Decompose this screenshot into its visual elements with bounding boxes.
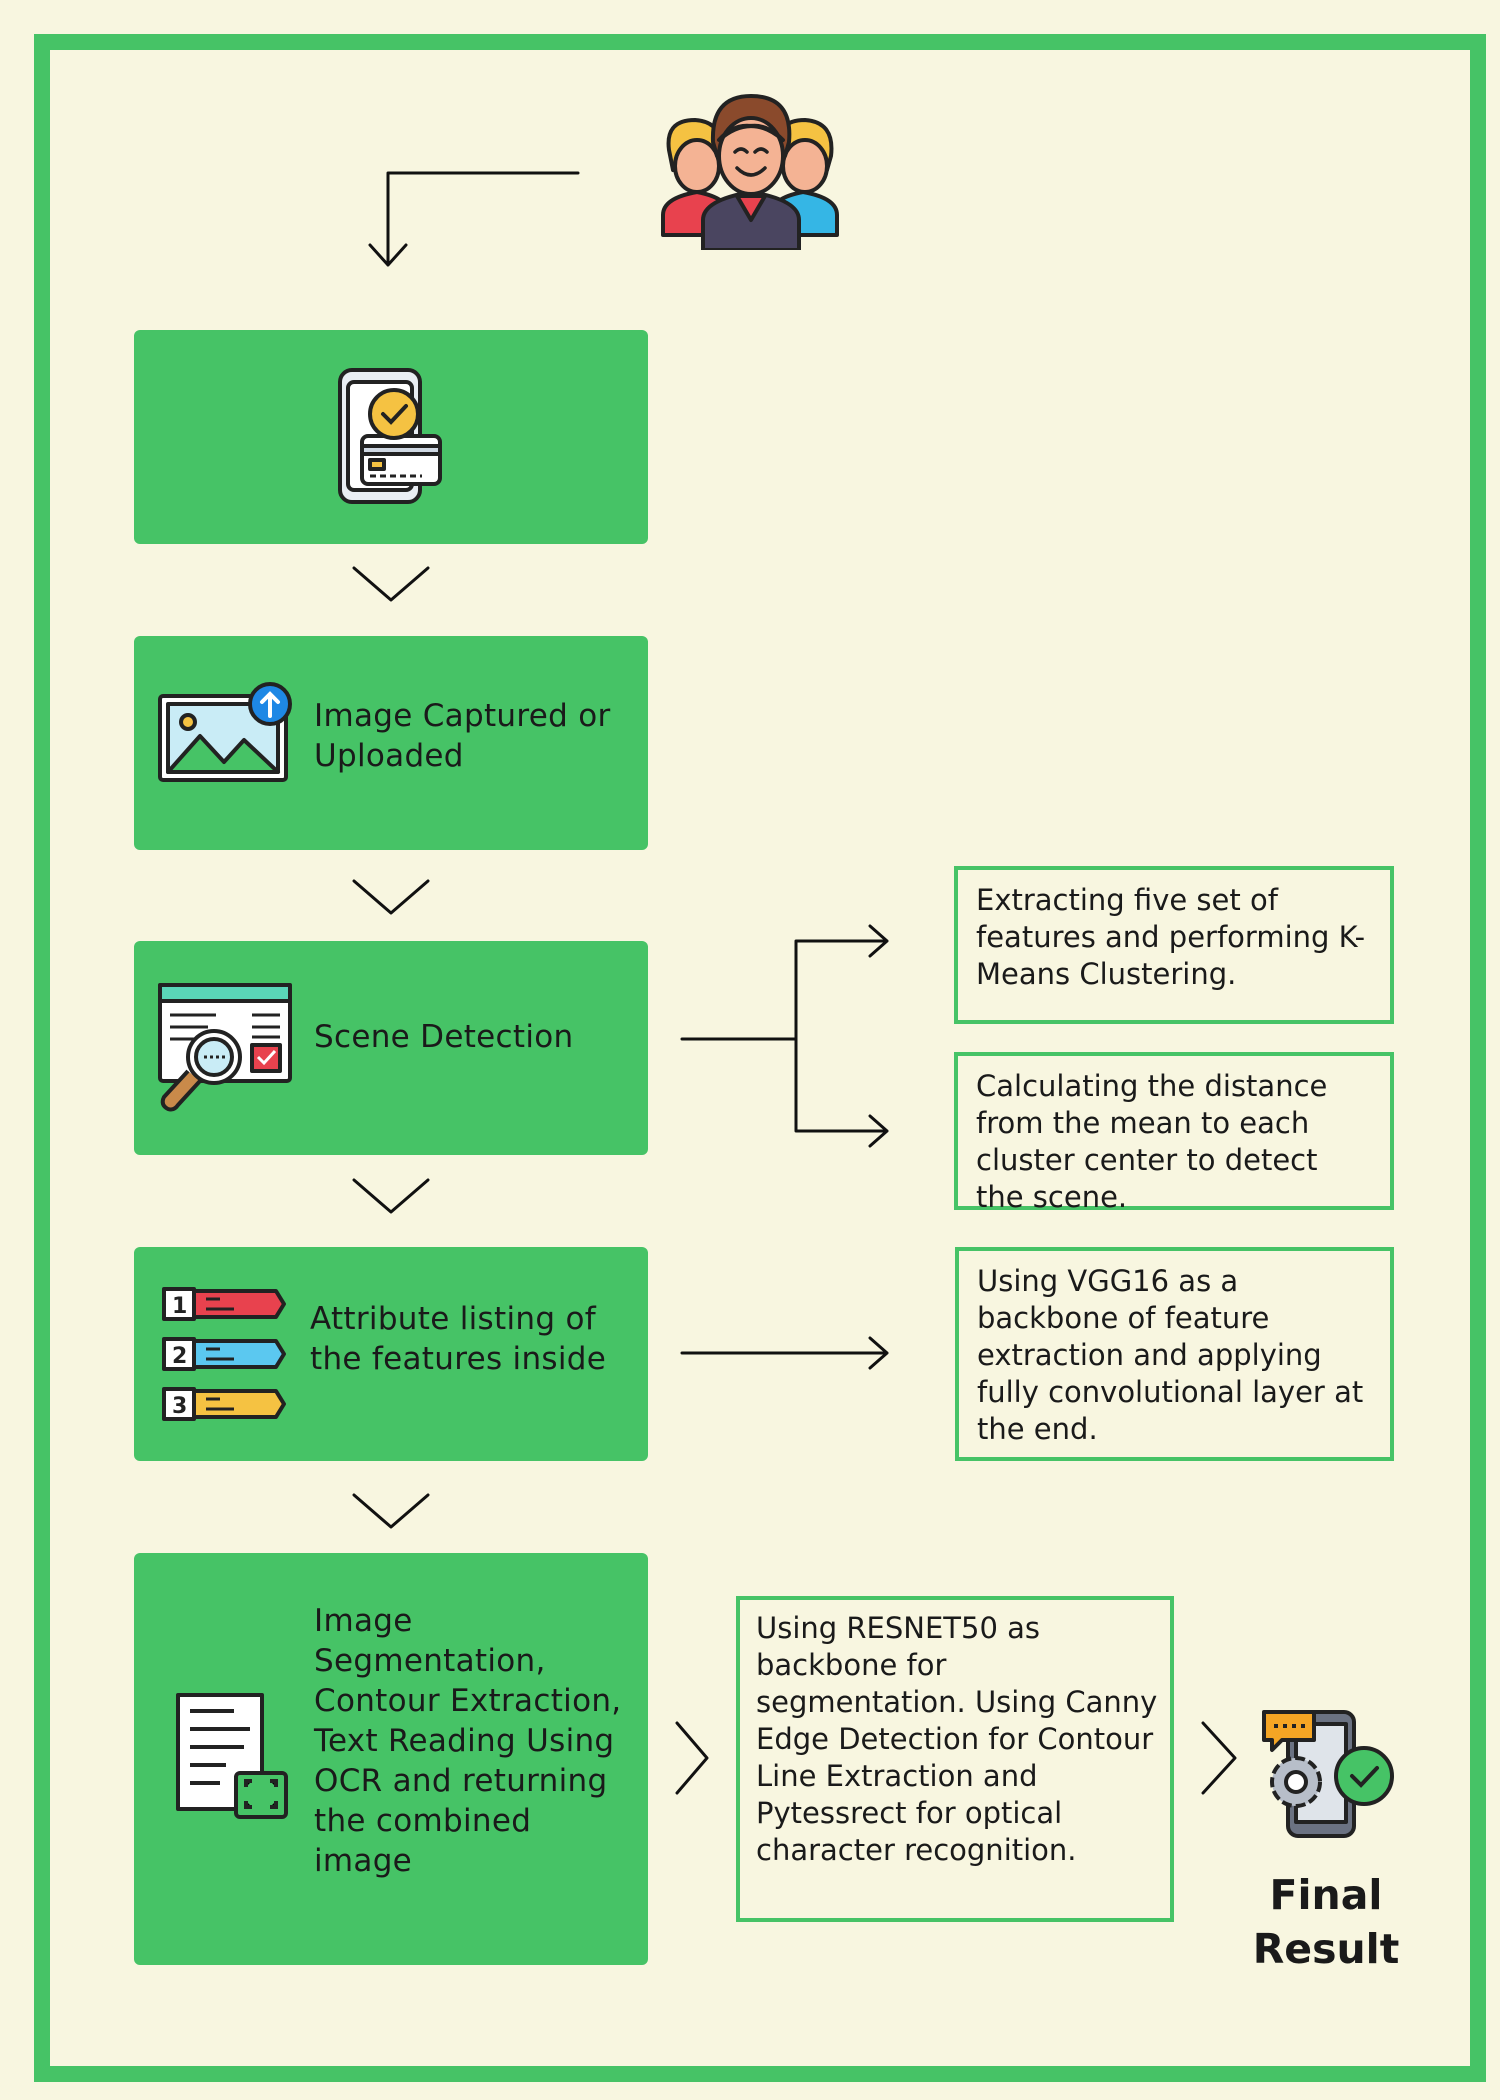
chevron-right-1 <box>675 1721 709 1795</box>
chevron-right-2 <box>1201 1721 1237 1795</box>
note-vgg16: Using VGG16 as a backbone of feature ext… <box>955 1247 1394 1461</box>
final-result-label: Final Result <box>1252 1871 1400 1973</box>
diagram-frame <box>34 34 1486 2082</box>
step-box-5: Image Segmentation, Contour Extraction, … <box>134 1553 648 1965</box>
users-group-icon <box>661 94 839 250</box>
note-kmeans: Extracting five set of features and perf… <box>954 866 1394 1024</box>
step-box-2: Image Captured or Uploaded <box>134 636 648 850</box>
step-label-5: Image Segmentation, Contour Extraction, … <box>314 1603 622 1879</box>
numbered-list-icon: 1 2 3 <box>162 1287 286 1421</box>
svg-text:2: 2 <box>172 1344 187 1369</box>
svg-text:3: 3 <box>172 1394 187 1419</box>
chevron-down-3 <box>352 1178 430 1214</box>
phone-settings-check-icon <box>1262 1710 1394 1838</box>
step-box-4: 1 2 3 Attribute listing of the features in… <box>134 1247 648 1461</box>
note-distance: Calculating the distance from the mean t… <box>954 1052 1394 1214</box>
step-box-1 <box>134 330 648 544</box>
start-arrow <box>368 171 580 267</box>
mobile-payment-icon <box>338 368 442 504</box>
chevron-down-2 <box>352 879 430 915</box>
step-box-3: Scene Detection <box>134 941 648 1155</box>
chevron-down-1 <box>352 566 430 602</box>
svg-text:1: 1 <box>172 1294 187 1319</box>
step-label-3: Scene Detection <box>314 1019 574 1055</box>
image-upload-icon <box>158 682 292 782</box>
vgg-arrow <box>680 1336 889 1370</box>
step-label-4: Attribute listing of the features inside <box>310 1301 607 1377</box>
branch-connector <box>680 924 889 1148</box>
document-scan-icon <box>176 1693 288 1819</box>
step-label-2: Image Captured or Uploaded <box>314 698 611 774</box>
note-resnet50: Using RESNET50 as backbone for segmentat… <box>736 1596 1174 1922</box>
chevron-down-4 <box>352 1493 430 1529</box>
browser-search-icon <box>158 983 292 1112</box>
